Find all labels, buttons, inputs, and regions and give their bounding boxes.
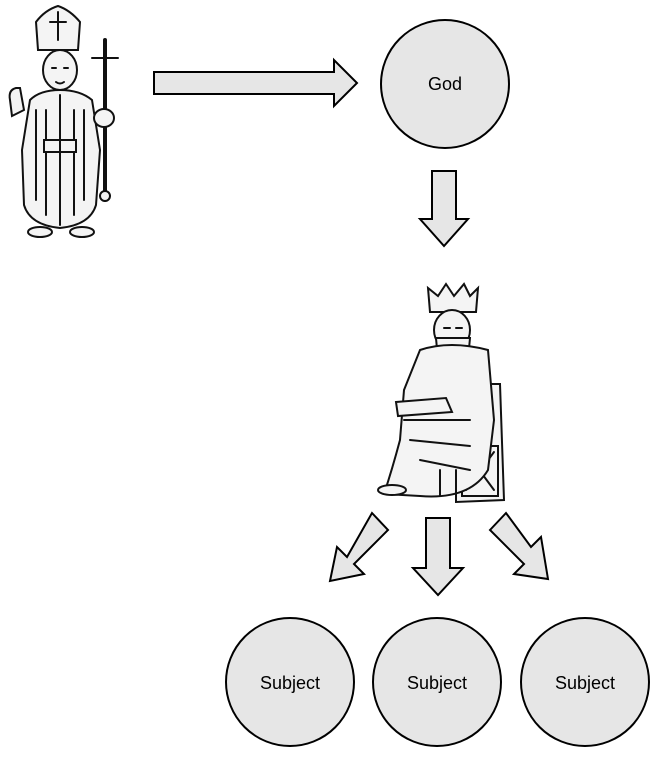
subject-node: Subject — [520, 617, 650, 747]
god-label: God — [428, 74, 462, 94]
subject-label: Subject — [260, 673, 320, 693]
subject-node: Subject — [372, 617, 502, 747]
arrow-clergy-to-god — [153, 57, 359, 109]
subject-label: Subject — [555, 673, 615, 693]
subject-label: Subject — [407, 673, 467, 693]
subject-node: Subject — [225, 617, 355, 747]
arrow-god-to-ruler — [417, 170, 471, 248]
arrow-ruler-to-subject-center — [410, 517, 466, 597]
god-node: God — [380, 19, 510, 149]
arrow-ruler-to-subject-right — [488, 511, 550, 581]
arrow-ruler-to-subject-left — [328, 511, 390, 583]
bishop-figure-icon — [8, 4, 119, 238]
enthroned-king-icon — [377, 282, 506, 504]
